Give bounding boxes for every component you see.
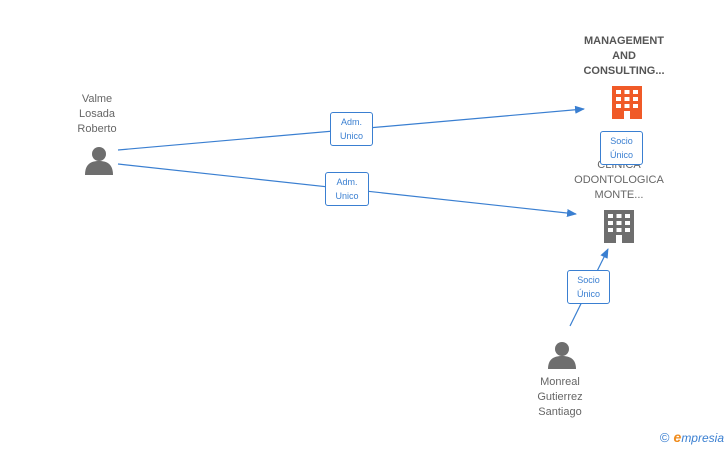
relation-label-valme-management[interactable]: Adm. Unico	[330, 112, 373, 146]
node-label-management[interactable]: MANAGEMENT AND CONSULTING...	[583, 35, 665, 77]
relation-label-clinica-management[interactable]: Socio Único	[600, 131, 643, 165]
building-icon[interactable]	[604, 210, 634, 243]
person-icon[interactable]	[548, 342, 576, 369]
brand-initial: e	[673, 429, 682, 445]
person-icon[interactable]	[85, 147, 113, 175]
node-label-valme[interactable]: Valme Losada Roberto	[77, 93, 117, 135]
brand-footer: ©empresia	[660, 429, 724, 445]
relation-label-monreal-clinica[interactable]: Socio Único	[567, 270, 610, 304]
node-label-monreal[interactable]: Monreal Gutierrez Santiago	[537, 376, 583, 418]
building-icon[interactable]	[612, 86, 642, 119]
relation-label-valme-clinica[interactable]: Adm. Unico	[325, 172, 369, 206]
brand-name: mpresia	[681, 431, 724, 445]
copyright-icon: ©	[659, 430, 670, 445]
